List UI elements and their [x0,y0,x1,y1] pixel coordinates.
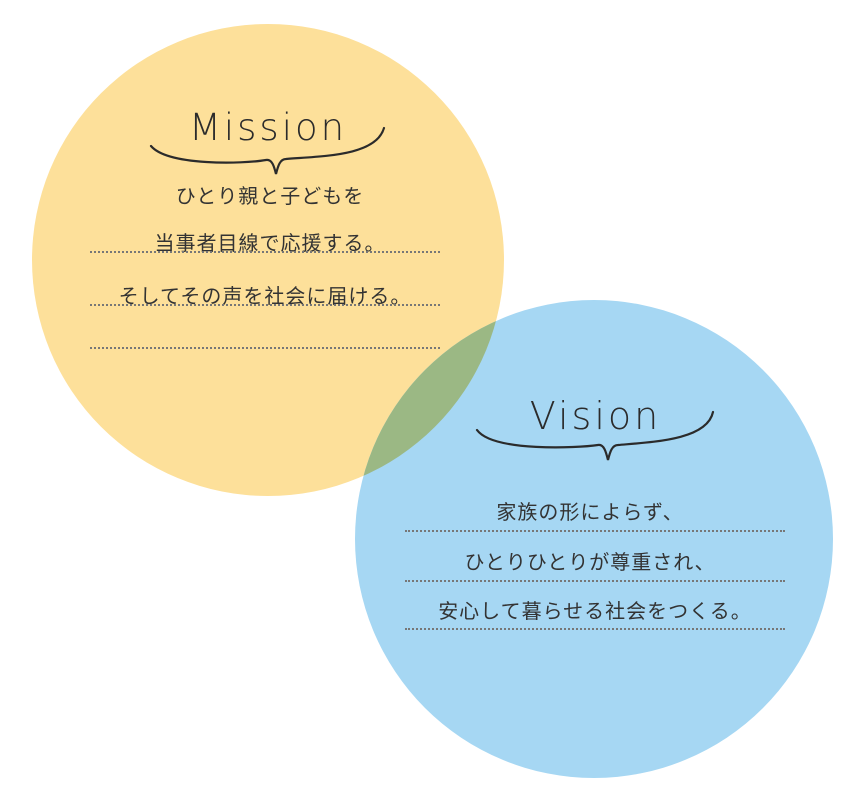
mission-dotted-rule-3 [90,347,440,349]
vision-line-2: ひとりひとりが尊重され、 [464,550,716,574]
vision-heading-group: Vision [473,388,718,468]
vision-dotted-rule-1 [405,530,785,532]
vision-dotted-rule-2 [405,580,785,582]
vision-dotted-rule-3 [405,628,785,630]
vision-brace-icon [475,410,715,461]
vision-heading: Vision [529,394,662,438]
vision-circle [355,300,833,778]
vision-line-3: 安心して暮らせる社会をつくる。 [438,599,752,623]
mission-heading: Mission [188,106,348,149]
mission-heading-group: Mission [148,100,388,180]
mission-line-1: ひとり親と子どもを [175,184,365,208]
mission-dotted-rule-2 [90,304,440,306]
mission-brace-icon [149,126,386,175]
mission-dotted-rule-1 [90,251,440,253]
vision-line-1: 家族の形によらず、 [496,500,684,524]
